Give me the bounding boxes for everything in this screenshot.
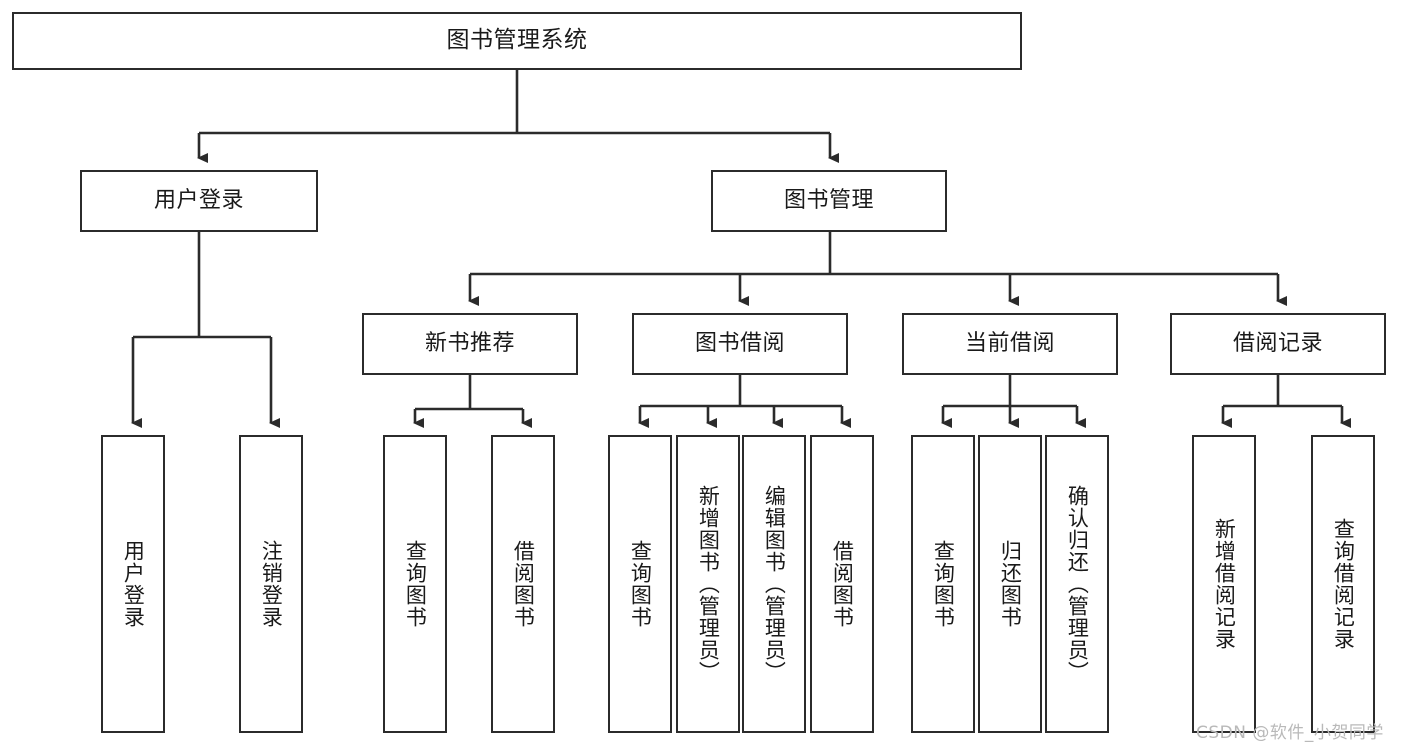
leaf-current-borrow-query[interactable]: 查询图书 (911, 435, 975, 733)
node-book-management[interactable]: 图书管理 (711, 170, 947, 232)
node-new-book-recommend[interactable]: 新书推荐 (362, 313, 578, 375)
leaf-new-book-query[interactable]: 查询图书 (383, 435, 447, 733)
node-label: 归还图书 (998, 540, 1023, 628)
node-label: 查询图书 (628, 540, 653, 628)
node-root-book-management-system[interactable]: 图书管理系统 (12, 12, 1022, 70)
node-user-login[interactable]: 用户登录 (80, 170, 318, 232)
leaf-user-login-login[interactable]: 用户登录 (101, 435, 165, 733)
node-label: 查询图书 (403, 540, 428, 628)
node-label: 新增借阅记录 (1212, 518, 1237, 650)
leaf-new-book-borrow[interactable]: 借阅图书 (491, 435, 555, 733)
node-label: 确认归还（管理员） (1065, 485, 1090, 683)
leaf-current-borrow-confirm-return[interactable]: 确认归还（管理员） (1045, 435, 1109, 733)
leaf-book-borrow-add[interactable]: 新增图书（管理员） (676, 435, 740, 733)
leaf-book-borrow-borrow[interactable]: 借阅图书 (810, 435, 874, 733)
node-label: 注销登录 (259, 540, 284, 628)
node-current-borrow[interactable]: 当前借阅 (902, 313, 1118, 375)
node-label: 图书借阅 (694, 330, 785, 356)
leaf-current-borrow-return[interactable]: 归还图书 (978, 435, 1042, 733)
node-label: 用户登录 (121, 540, 146, 628)
node-label: 查询借阅记录 (1331, 518, 1356, 650)
node-label: 新书推荐 (424, 330, 515, 356)
node-label: 用户登录 (153, 187, 244, 213)
node-label: 当前借阅 (964, 330, 1055, 356)
node-label: 借阅记录 (1232, 330, 1323, 356)
node-label: 借阅图书 (830, 540, 855, 628)
node-label: 图书管理系统 (446, 27, 588, 54)
node-label: 新增图书（管理员） (696, 485, 721, 683)
leaf-user-login-logout[interactable]: 注销登录 (239, 435, 303, 733)
node-borrow-records[interactable]: 借阅记录 (1170, 313, 1386, 375)
leaf-book-borrow-edit[interactable]: 编辑图书（管理员） (742, 435, 806, 733)
leaf-book-borrow-query[interactable]: 查询图书 (608, 435, 672, 733)
csdn-watermark: CSDN @软件_小贺同学 (1196, 723, 1384, 743)
node-label: 编辑图书（管理员） (762, 485, 787, 683)
leaf-borrow-record-add[interactable]: 新增借阅记录 (1192, 435, 1256, 733)
leaf-borrow-record-query[interactable]: 查询借阅记录 (1311, 435, 1375, 733)
node-label: 借阅图书 (511, 540, 536, 628)
node-label: 图书管理 (783, 187, 874, 213)
node-label: 查询图书 (931, 540, 956, 628)
node-book-borrow[interactable]: 图书借阅 (632, 313, 848, 375)
